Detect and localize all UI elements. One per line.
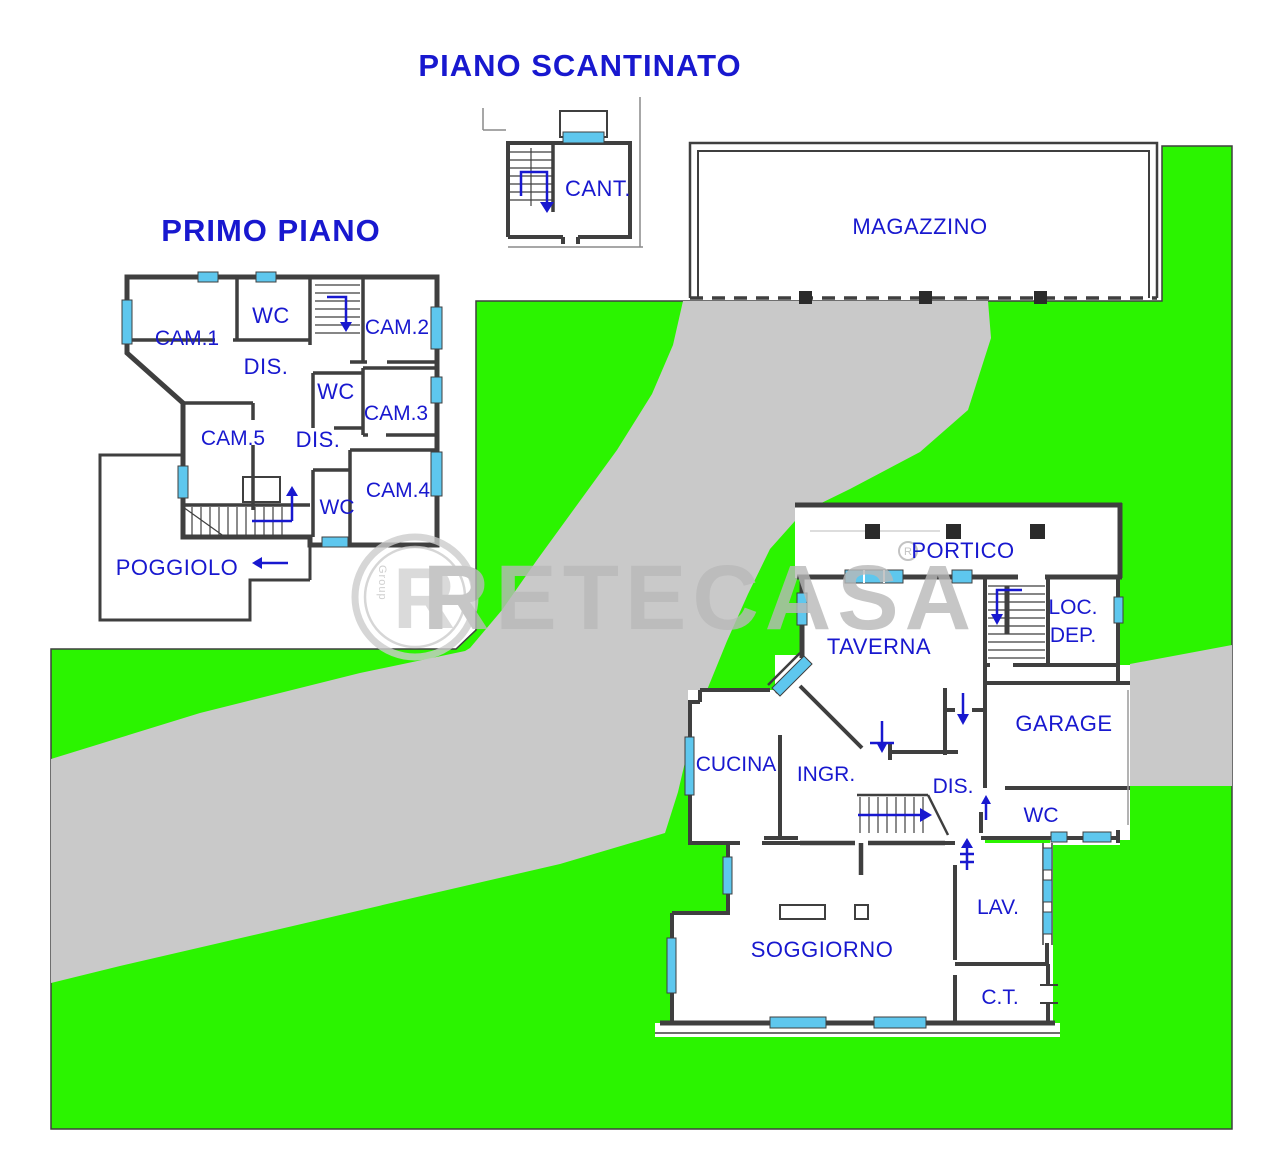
diagonal-window — [771, 655, 813, 697]
room-label-ct: C.T. — [981, 986, 1018, 1009]
watermark-brand-text: RETECASA — [423, 547, 977, 649]
labels: PIANO SCANTINATO PRIMO PIANO CANT. MAGAZ… — [116, 48, 1112, 1009]
closet — [242, 476, 281, 503]
room-label-cam4: CAM.4 — [366, 479, 431, 502]
room-label-portico: PORTICO — [911, 538, 1014, 563]
room-label-soggiorno: SOGGIORNO — [751, 937, 894, 962]
basement-title: PIANO SCANTINATO — [418, 48, 741, 83]
room-label-cam5: CAM.5 — [201, 427, 265, 450]
portico-pillars — [865, 524, 1045, 539]
pillar — [919, 291, 932, 304]
room-label-wc-low: WC — [320, 496, 355, 519]
room-label-wc-mid: WC — [317, 379, 355, 404]
watermark-logo-letter: R — [393, 551, 455, 647]
room-label-cam2: CAM.2 — [365, 316, 429, 339]
ground-floor-footprint — [655, 503, 1130, 1037]
stairs-down-arrow — [519, 170, 554, 213]
room-label-magazzino: MAGAZZINO — [852, 214, 987, 239]
watermark-logo-circle — [351, 533, 479, 661]
watermark-logo-subtext: Group — [376, 565, 388, 601]
room-label-dis-top: DIS. — [244, 354, 289, 379]
ground-floor-walls — [655, 502, 1130, 1034]
balcony-outline — [98, 453, 312, 622]
room-label-dis-ground: DIS. — [933, 775, 974, 798]
first-floor-arrows — [252, 295, 352, 569]
watermark: R Group RETECASA R — [351, 533, 977, 661]
room-label-wc-ground: WC — [1024, 804, 1059, 827]
first-floor-title: PRIMO PIANO — [161, 213, 380, 248]
room-label-wc-top: WC — [252, 303, 290, 328]
basement-plan — [482, 97, 643, 248]
registered-trademark-letter: R — [904, 546, 912, 558]
magazzino-plan — [688, 141, 1159, 304]
room-label-cant: CANT. — [565, 176, 631, 201]
room-label-cucina: CUCINA — [696, 753, 777, 776]
registered-trademark-icon — [898, 541, 918, 561]
room-label-poggiolo: POGGIOLO — [116, 555, 239, 580]
room-label-dep: DEP. — [1050, 624, 1096, 647]
column — [854, 904, 869, 920]
adjacent-structure-lines — [482, 97, 643, 248]
window — [562, 131, 605, 144]
room-label-cam1: CAM.1 — [155, 327, 219, 350]
room-label-lav: LAV. — [977, 896, 1019, 919]
ground-floor-plan — [655, 502, 1130, 1037]
stairs-treads — [510, 148, 553, 206]
ground-floor-windows — [666, 569, 1124, 1029]
room-label-taverna: TAVERNA — [827, 634, 931, 659]
fireplace — [779, 904, 826, 920]
first-floor-inner-walls — [127, 277, 437, 545]
pillar — [799, 291, 812, 304]
gray-driveway — [1130, 645, 1232, 786]
gray-walkway — [51, 301, 991, 983]
first-floor-plan — [98, 271, 443, 622]
first-floor-windows — [121, 271, 443, 548]
room-label-cam3: CAM.3 — [364, 402, 428, 425]
room-label-ingr: INGR. — [797, 763, 855, 786]
room-label-dis-low: DIS. — [296, 427, 341, 452]
ground-floor-arrows — [858, 588, 1022, 870]
room-label-loc: LOC. — [1048, 596, 1097, 619]
pillar — [1034, 291, 1047, 304]
room-label-garage: GARAGE — [1015, 711, 1112, 736]
